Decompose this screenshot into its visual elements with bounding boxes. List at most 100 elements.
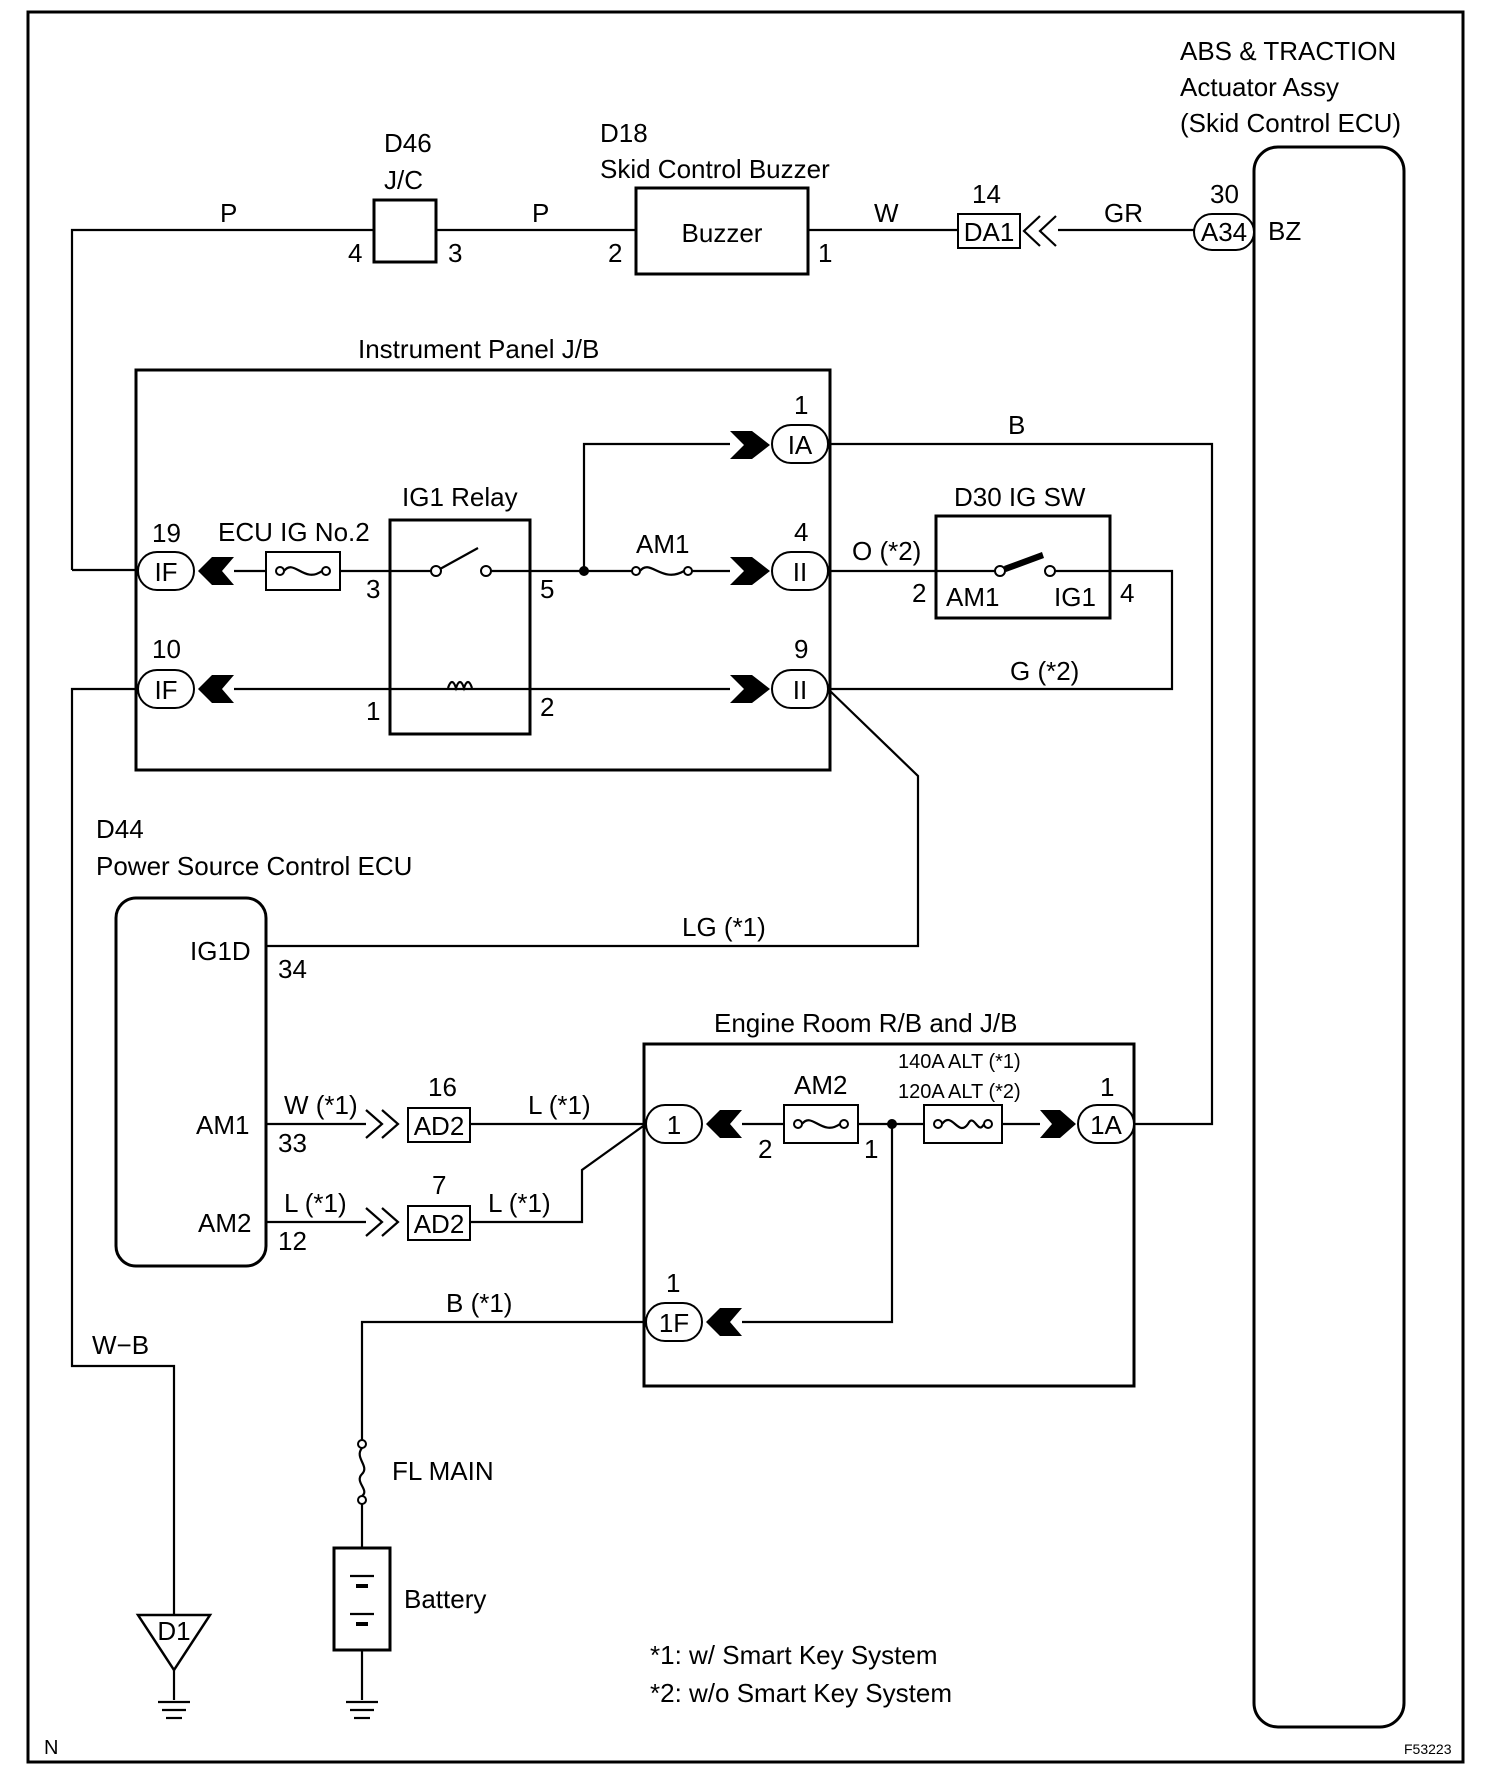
- power-ecu-am2: AM2: [198, 1208, 251, 1238]
- note-1: *1: w/ Smart Key System: [650, 1640, 938, 1670]
- buzzer-code: D18: [600, 118, 648, 148]
- ignition-wiring: B O (*2) D30 IG SW 2 4 AM1 IG1 G (*2) LG…: [266, 410, 1214, 1126]
- note-2: *2: w/o Smart Key System: [650, 1678, 952, 1708]
- instrument-panel-jb: Instrument Panel J/B IF 19 ECU IG No.2 I…: [72, 334, 832, 772]
- wire-lg-star1: LG (*1): [682, 912, 766, 942]
- wire-l-star1-a: L (*1): [528, 1090, 591, 1120]
- connector-ia-label: IA: [788, 430, 813, 460]
- ad2-16-label: AD2: [414, 1111, 465, 1141]
- da1-pin: 14: [972, 179, 1001, 209]
- abs-ecu-title-3: (Skid Control ECU): [1180, 108, 1401, 138]
- am2-pin-right: 1: [864, 1134, 878, 1164]
- connector-1a-pin: 1: [1100, 1072, 1114, 1102]
- ig-switch-title: D30 IG SW: [954, 482, 1086, 512]
- ad2-16-pin: 16: [428, 1072, 457, 1102]
- engine-room-jb: Engine Room R/B and J/B 1 AM2 2 1 140A A…: [642, 1008, 1136, 1388]
- ecu-ig-no2-label: ECU IG No.2: [218, 517, 370, 547]
- ip-jb-title: Instrument Panel J/B: [358, 334, 599, 364]
- abs-ecu-title-2: Actuator Assy: [1180, 72, 1339, 102]
- ig1-relay: [388, 518, 532, 736]
- power-ecu-am2-pin: 12: [278, 1226, 307, 1256]
- connector-1-label: 1: [667, 1110, 681, 1140]
- alt-140a-label: 140A ALT (*1): [898, 1051, 1021, 1073]
- power-ecu-am1-pin: 33: [278, 1128, 307, 1158]
- battery: [332, 1546, 392, 1652]
- wire-p-left: P: [220, 198, 237, 228]
- diagram-frame: [26, 10, 1465, 1764]
- connector-if19-pin: 19: [152, 518, 181, 548]
- connector-ad2-16: [407, 1107, 471, 1143]
- ground-circuit: W−B D1: [70, 687, 213, 1720]
- ground-d1-label: D1: [157, 1616, 190, 1646]
- connector-if19-label: IF: [154, 557, 177, 587]
- buzzer-name: Skid Control Buzzer: [600, 154, 830, 184]
- connector-1a-label: 1A: [1090, 1110, 1122, 1140]
- wire-w-star1: W (*1): [284, 1090, 358, 1120]
- am2-fuse-label: AM2: [794, 1070, 847, 1100]
- ground-d1: [135, 1613, 213, 1673]
- buzzer-pin-right: 1: [818, 238, 832, 268]
- buzzer-body-label: Buzzer: [682, 218, 763, 248]
- jc-code: D46: [384, 128, 432, 158]
- connector-ia-pin: 1: [794, 390, 808, 420]
- wire-l-star1-b: L (*1): [284, 1188, 347, 1218]
- wire-gr: GR: [1104, 198, 1143, 228]
- buzzer-pin-left: 2: [608, 238, 622, 268]
- power-ecu-ig1d-pin: 34: [278, 954, 307, 984]
- skid-control-buzzer: [634, 186, 810, 276]
- ig1-relay-label: IG1 Relay: [402, 482, 518, 512]
- wire-p-right: P: [532, 198, 549, 228]
- relay-pin-1: 1: [366, 696, 380, 726]
- connector-1f-pin: 1: [666, 1268, 680, 1298]
- relay-coil: [446, 680, 474, 692]
- connector-ii9-label: II: [793, 675, 807, 705]
- jc-name: J/C: [384, 165, 423, 195]
- connector-ad2-7: [407, 1205, 471, 1241]
- ig-switch-pin-right: 4: [1120, 578, 1134, 608]
- figure-code: F53223: [1404, 1741, 1452, 1757]
- wire-b-star1: B (*1): [446, 1288, 512, 1318]
- abs-ecu-title-1: ABS & TRACTION: [1180, 36, 1396, 66]
- power-ecu-am1: AM1: [196, 1110, 249, 1140]
- am2-pin-left: 2: [758, 1134, 772, 1164]
- power-ecu-supply-wiring: AD2 16 W (*1) L (*1) AD2 7 L (*1) L (*1): [266, 1072, 647, 1241]
- relay-pin-5: 5: [540, 574, 554, 604]
- connector-a34: A34: [1201, 217, 1247, 247]
- connector-ii4-label: II: [793, 557, 807, 587]
- ad2-7-pin: 7: [432, 1170, 446, 1200]
- ig-switch-ig1: IG1: [1054, 582, 1096, 612]
- connector-da1: [957, 213, 1021, 249]
- connector-1f-label: 1F: [659, 1308, 689, 1338]
- power-ecu-ig1d: IG1D: [190, 936, 251, 966]
- jc-pin-right: 3: [448, 238, 462, 268]
- abs-ecu: ABS & TRACTION Actuator Assy (Skid Contr…: [1180, 36, 1406, 1729]
- battery-label: Battery: [404, 1584, 486, 1614]
- wire-g-star2: G (*2): [1010, 656, 1079, 686]
- abs-ecu-pin: 30: [1210, 179, 1239, 209]
- connector-if10-label: IF: [154, 675, 177, 705]
- fl-main-fusible-link: [358, 1447, 366, 1497]
- corner-mark-left: N: [44, 1737, 58, 1759]
- power-ecu-name: Power Source Control ECU: [96, 851, 412, 881]
- wire-b-top: B: [1008, 410, 1025, 440]
- ad2-7-label: AD2: [414, 1209, 465, 1239]
- wire-l-star1-c: L (*1): [488, 1188, 551, 1218]
- ig-switch-am1: AM1: [946, 582, 999, 612]
- wire-w-buzzer: W: [874, 198, 899, 228]
- battery-circuit: B (*1) FL MAIN Battery: [332, 1288, 646, 1720]
- buzzer-circuit: P P W GR D46 J/C 4 3 D18 Skid Control Bu…: [70, 118, 1194, 570]
- abs-ecu-bz-terminal: BZ: [1268, 216, 1301, 246]
- wire-o-star2: O (*2): [852, 536, 921, 566]
- connector-ii4-pin: 4: [794, 517, 808, 547]
- connector-ii9-pin: 9: [794, 634, 808, 664]
- jc-pin-left: 4: [348, 238, 362, 268]
- engine-room-title: Engine Room R/B and J/B: [714, 1008, 1018, 1038]
- fl-main-label: FL MAIN: [392, 1456, 494, 1486]
- junction-connector-d46: [372, 198, 438, 264]
- power-ecu-code: D44: [96, 814, 144, 844]
- ig-switch-pin-left: 2: [912, 578, 926, 608]
- alt-120a-label: 120A ALT (*2): [898, 1081, 1021, 1103]
- ig-switch-d30: [934, 514, 1112, 620]
- relay-pin-2: 2: [540, 692, 554, 722]
